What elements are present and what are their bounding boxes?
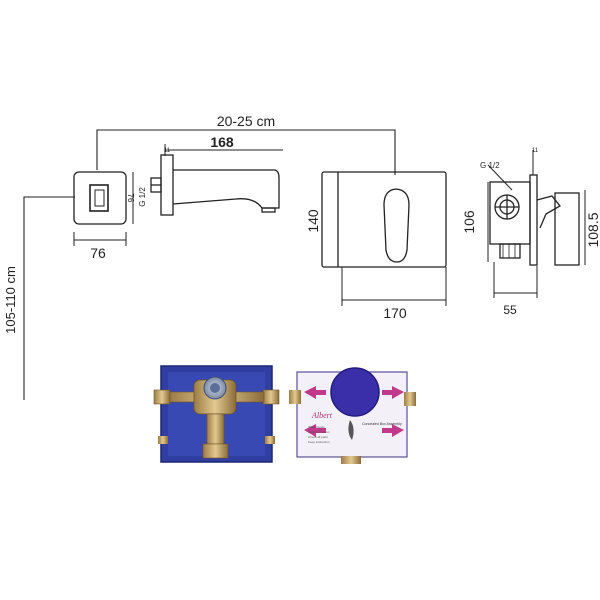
plate-width-label: 170 <box>383 305 407 321</box>
spout-thread-label: G 1/2 <box>138 187 147 207</box>
side-height-label: 108.5 <box>585 212 600 247</box>
spout-drawing <box>150 144 283 216</box>
body-width-label: 76 <box>90 245 106 261</box>
open-box-photo <box>153 365 280 463</box>
height-dimension <box>23 196 75 400</box>
spout-length-label: 168 <box>210 134 234 150</box>
spout-small-label: 11 <box>164 148 171 154</box>
box-note: Wash hands <box>308 425 325 429</box>
side-bottom-label: 55 <box>503 303 517 317</box>
side-depth-label: 106 <box>461 210 477 234</box>
thread-side-label: G 1/2 <box>480 161 500 170</box>
box-note: Keep instruction <box>308 440 330 444</box>
plate-height-label: 140 <box>305 209 321 233</box>
box-note: Read instruction <box>308 430 330 434</box>
face-plate-drawing <box>321 171 447 306</box>
box-note: Check all parts <box>308 435 328 439</box>
control-body-drawing <box>73 171 134 246</box>
box-subtitle: Concealed Box Assembly <box>362 422 402 426</box>
body-height-label: 76 <box>126 194 135 203</box>
side-top-label: 11 <box>532 148 539 154</box>
closed-box-photo <box>289 367 416 464</box>
height-label: 105-110 cm <box>3 266 18 334</box>
spacing-label: 20-25 cm <box>217 113 275 129</box>
box-brand: Albert <box>311 411 333 420</box>
side-section-drawing <box>487 150 586 298</box>
spacing-dimension <box>96 129 396 175</box>
